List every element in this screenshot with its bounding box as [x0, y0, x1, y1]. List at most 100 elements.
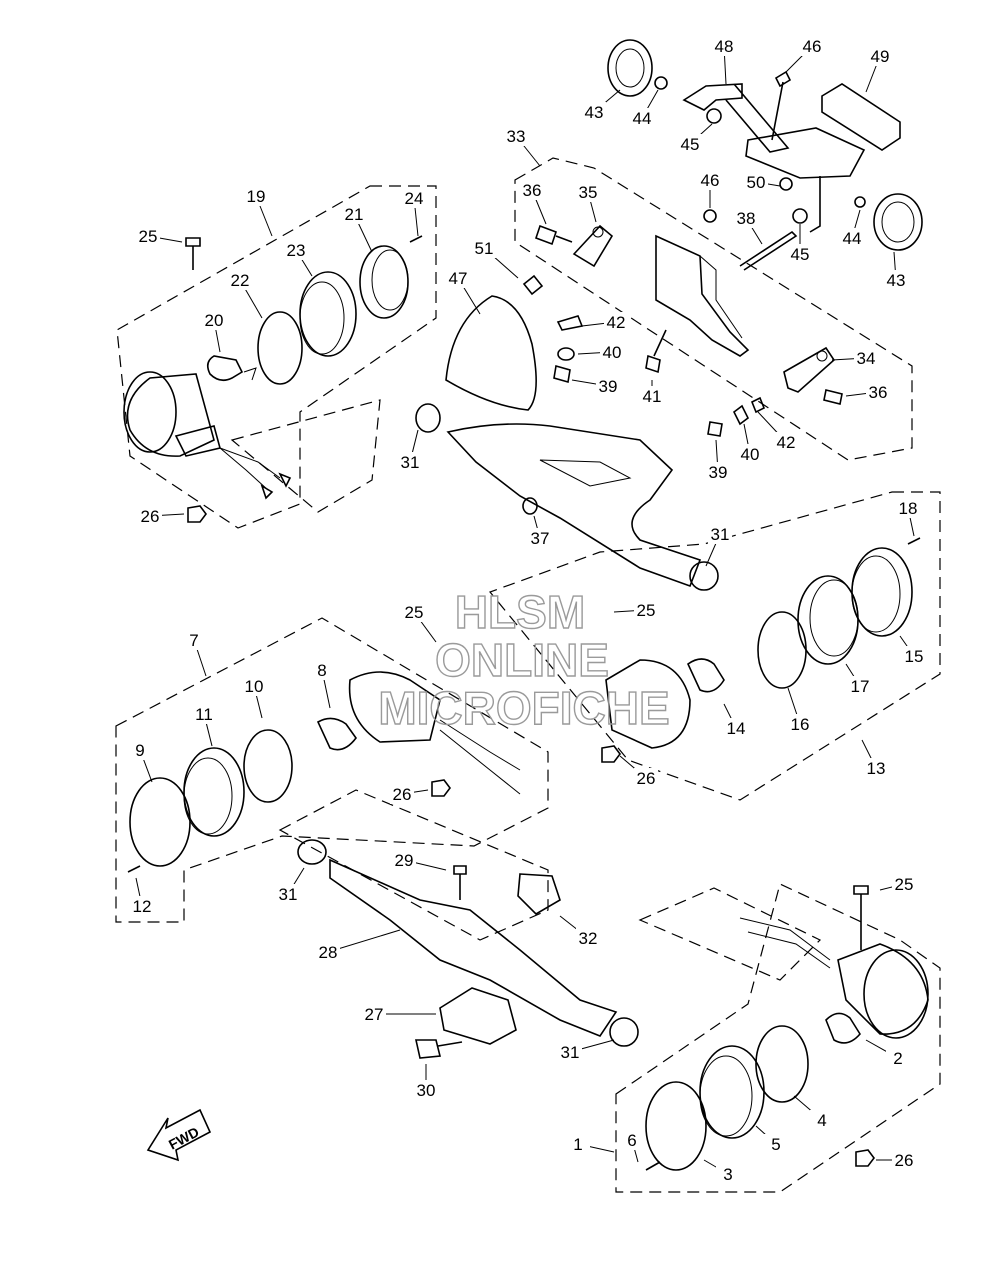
lens-part-9: [129, 777, 191, 867]
callout-bg: [800, 36, 824, 56]
callout-bg: [228, 270, 252, 290]
callout-bg: [698, 170, 722, 190]
gasket-part-4: [755, 1025, 809, 1103]
rear-arm-group: [415, 403, 719, 591]
callout-bg: [192, 704, 216, 724]
callout-bg: [788, 244, 812, 264]
rim-part-17: [797, 575, 859, 665]
callout-bg: [402, 602, 426, 622]
callout-bg: [854, 348, 878, 368]
callout-bg: [390, 784, 414, 804]
nut-part-45b: [792, 208, 808, 224]
gasket-part-16: [757, 611, 807, 689]
part-callout-51: 51: [475, 239, 494, 258]
callout-bg: [724, 718, 748, 738]
wires-front: [439, 719, 521, 795]
outline-front-right-signal: [488, 491, 941, 801]
gasket-part-22: [257, 311, 303, 385]
part-callout-39: 39: [599, 377, 618, 396]
callout-bg: [848, 676, 872, 696]
forward-arrow-icon: FWD: [146, 1108, 212, 1162]
grommet-part-31a: [415, 403, 441, 433]
callout-bg: [472, 238, 496, 258]
part-callout-36: 36: [869, 383, 888, 402]
screw-part-24: [409, 235, 423, 243]
callout-bg: [414, 1080, 438, 1100]
nut-part-51: [522, 274, 544, 296]
part-callout-2: 2: [893, 1049, 902, 1068]
part-callout-49: 49: [871, 47, 890, 66]
callout-bg: [620, 1130, 644, 1150]
part-callout-45: 45: [791, 245, 810, 264]
part-callout-26: 26: [141, 507, 160, 526]
bolt-part-25: [185, 237, 201, 270]
part-callout-11: 11: [195, 705, 213, 724]
plate-part-42b: [750, 396, 766, 414]
assembly-outlines: [115, 157, 941, 1193]
nut-part-45: [706, 108, 722, 124]
outline-rear-bracket: [514, 157, 913, 461]
callout-bg: [640, 386, 664, 406]
lamp-body-part-7: [348, 671, 441, 743]
part-callout-42: 42: [607, 313, 626, 332]
grommet-part-31b: [689, 561, 719, 591]
part-callout-50: 50: [747, 173, 766, 192]
part-callout-14: 14: [727, 719, 746, 738]
part-callout-23: 23: [287, 241, 306, 260]
callout-bg: [362, 1004, 386, 1024]
callout-bg: [764, 1134, 788, 1154]
part-callout-6: 6: [627, 1131, 636, 1150]
part-callout-1: 1: [573, 1135, 582, 1154]
part-callout-29: 29: [395, 851, 414, 870]
part-callout-17: 17: [851, 677, 870, 696]
bolt-part-36b: [823, 389, 843, 405]
stay-part-28: [329, 858, 618, 1037]
nut-part-26c: [431, 779, 451, 797]
callout-bg: [284, 240, 308, 260]
part-callout-36: 36: [523, 181, 542, 200]
bulb-part-8: [316, 717, 357, 751]
callout-bg: [886, 1048, 910, 1068]
part-callout-32: 32: [579, 929, 598, 948]
callout-bg: [596, 376, 620, 396]
callout-bg: [136, 226, 160, 246]
shield-part-47: [445, 295, 537, 411]
washer-part-44b: [854, 196, 866, 208]
callout-bg: [840, 228, 864, 248]
callout-bg: [864, 758, 888, 778]
grommet-part-31d: [609, 1017, 639, 1047]
part-callout-5: 5: [771, 1135, 780, 1154]
bolt-part-39b: [707, 421, 723, 437]
part-callout-15: 15: [905, 647, 924, 666]
grommet-part-37: [522, 497, 538, 515]
callout-bg: [520, 180, 544, 200]
rear-left-signal-group: [123, 235, 423, 523]
wires-rear: [739, 917, 831, 969]
bolt-part-25d: [853, 885, 869, 950]
part-callout-20: 20: [205, 311, 224, 330]
part-callout-26: 26: [637, 769, 656, 788]
callout-bg: [716, 1164, 740, 1184]
outline-stay-joint: [230, 399, 381, 513]
bolt-part-30: [415, 1039, 463, 1059]
part-callout-34: 34: [857, 349, 876, 368]
part-callout-30: 30: [417, 1081, 436, 1100]
front-left-signal-group: [127, 671, 521, 873]
part-callout-47: 47: [449, 269, 468, 288]
callout-bg: [868, 46, 892, 66]
callout-bg: [128, 740, 152, 760]
callout-bg: [244, 186, 268, 206]
stay-plate: [655, 234, 750, 357]
part-callout-22: 22: [231, 271, 250, 290]
callout-bg: [810, 1110, 834, 1130]
part-callout-40: 40: [741, 445, 760, 464]
part-callout-25: 25: [139, 227, 158, 246]
callout-bg: [706, 462, 730, 482]
part-callout-8: 8: [317, 661, 326, 680]
callout-bg: [892, 1150, 916, 1170]
part-callout-44: 44: [633, 109, 652, 128]
rim-part-11: [183, 747, 245, 837]
callout-bg: [528, 528, 552, 548]
part-callout-35: 35: [579, 183, 598, 202]
